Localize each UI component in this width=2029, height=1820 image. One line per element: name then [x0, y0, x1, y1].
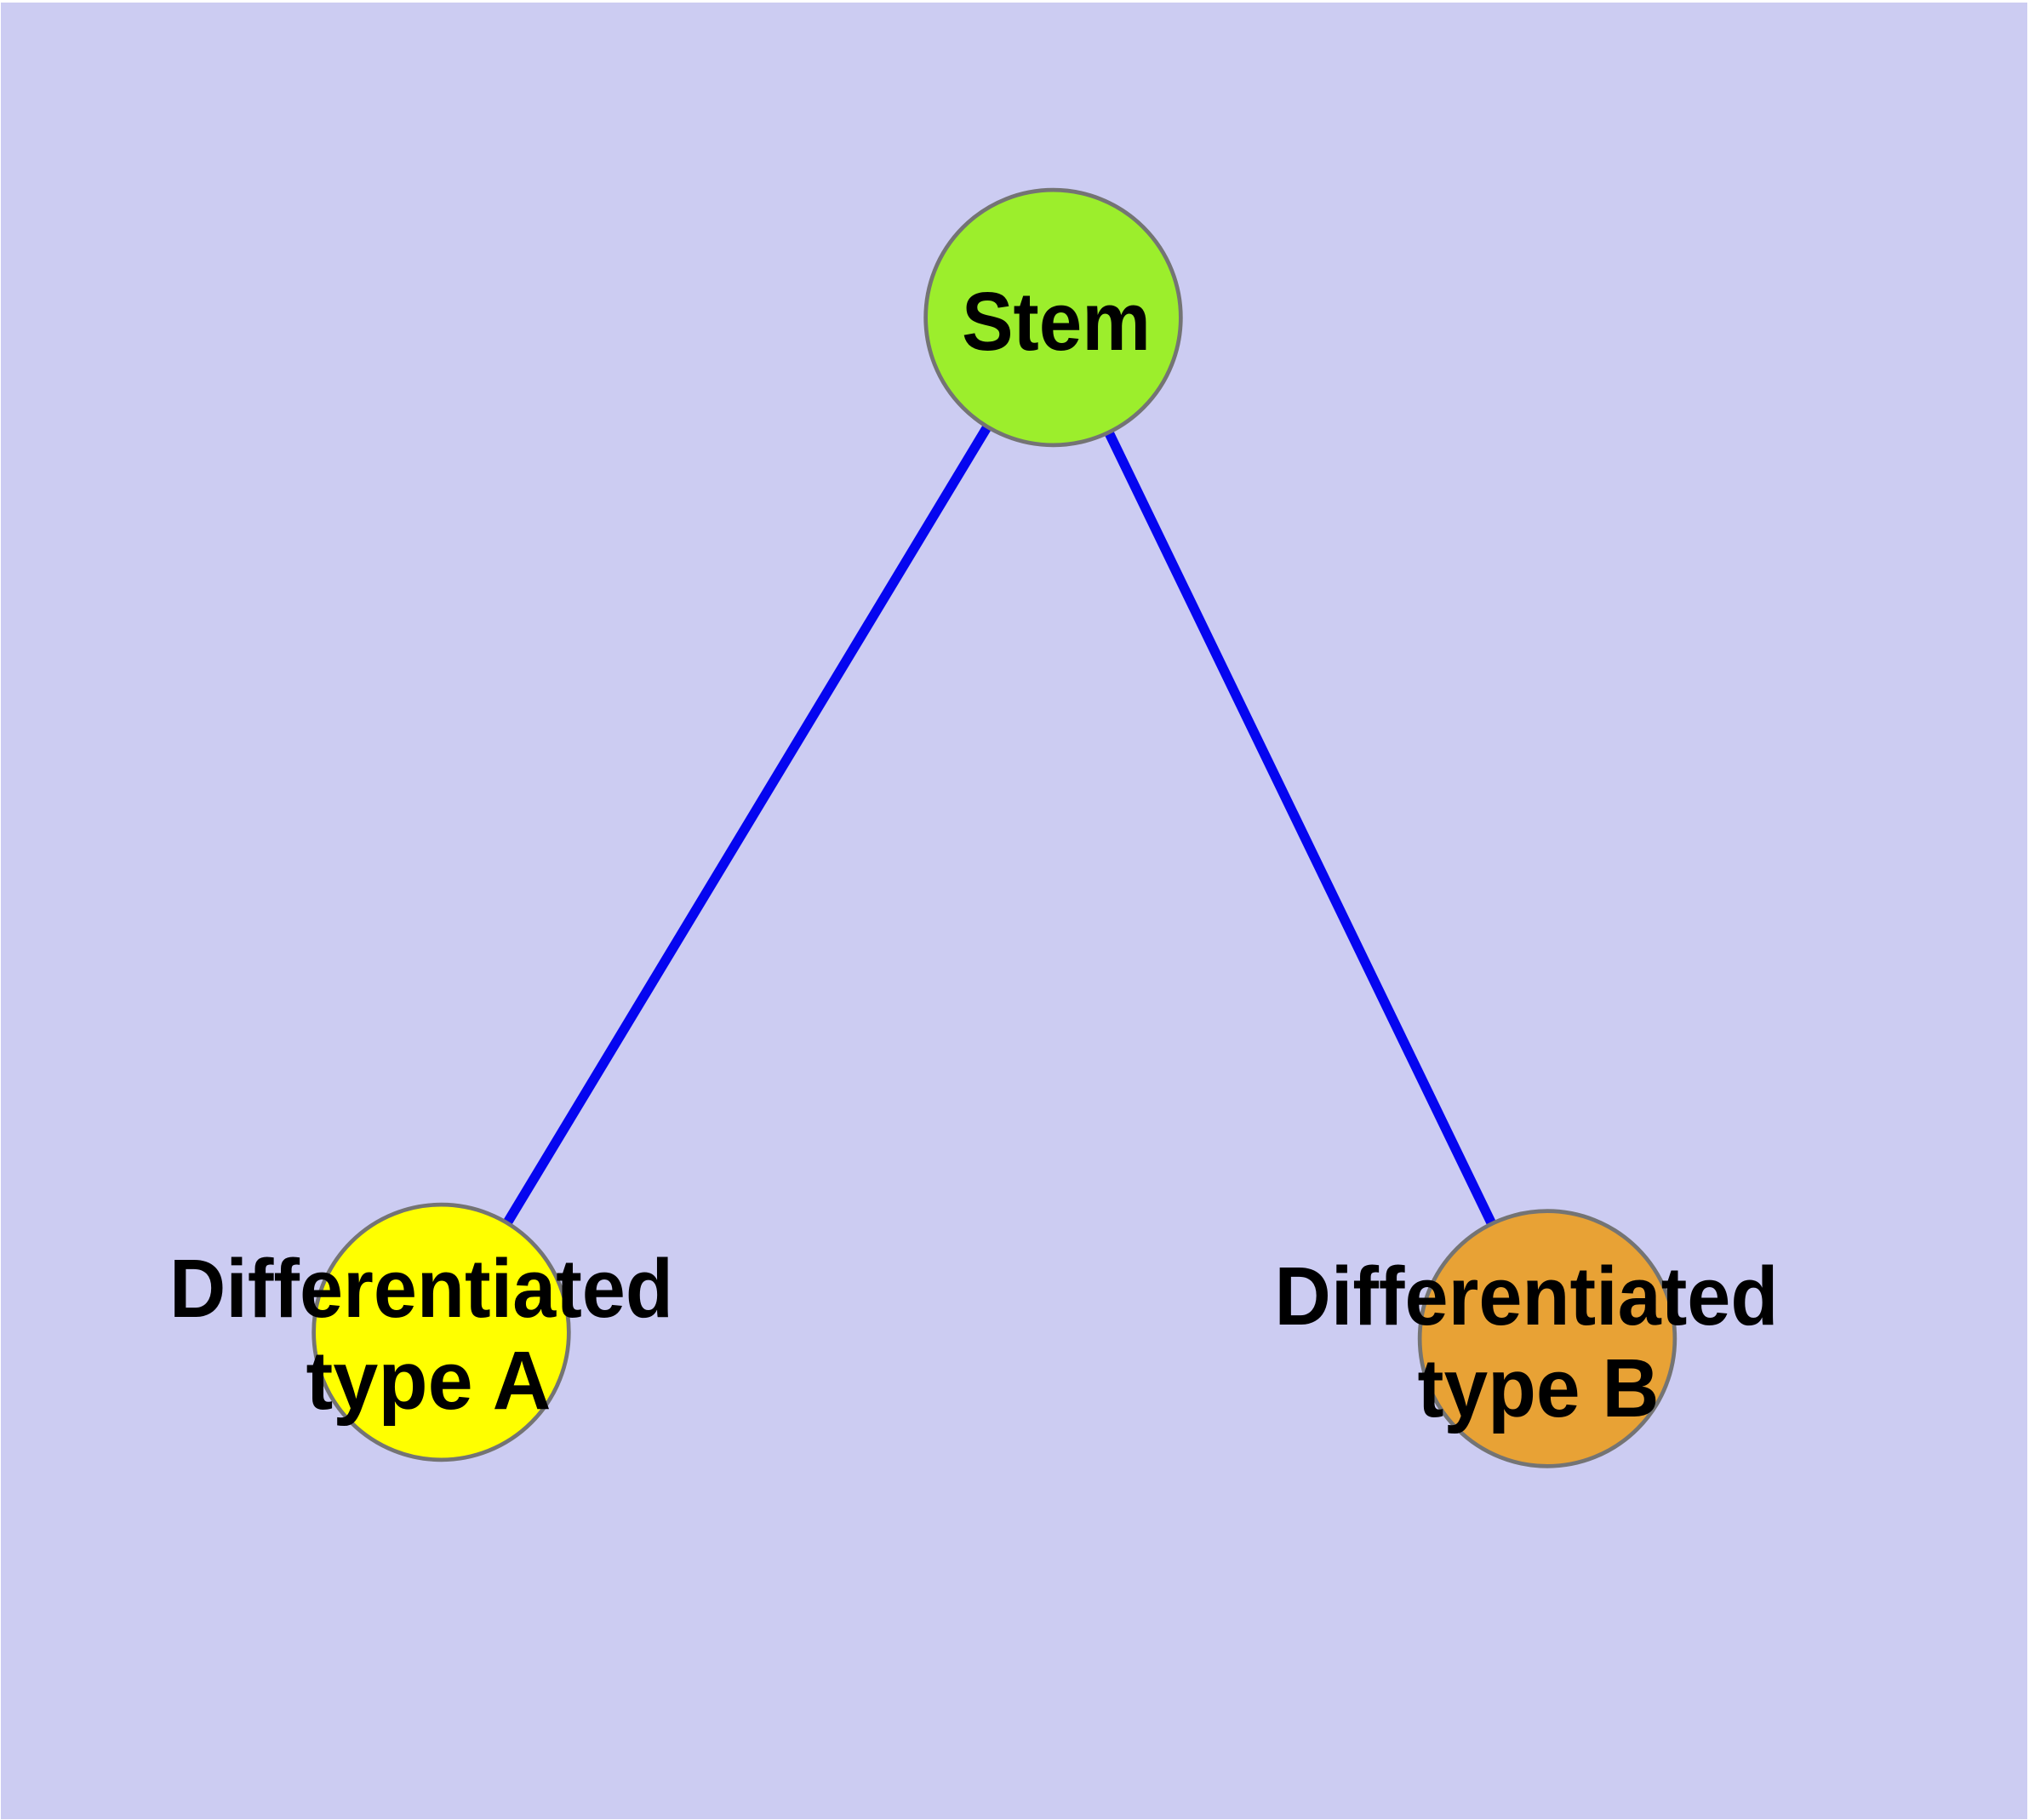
- svg-text:Stem: Stem: [962, 275, 1151, 368]
- svg-text:Differentiated: Differentiated: [169, 1242, 673, 1335]
- svg-text:type A: type A: [306, 1334, 552, 1427]
- svg-text:type B: type B: [1418, 1342, 1660, 1434]
- svg-text:Differentiated: Differentiated: [1275, 1250, 1779, 1342]
